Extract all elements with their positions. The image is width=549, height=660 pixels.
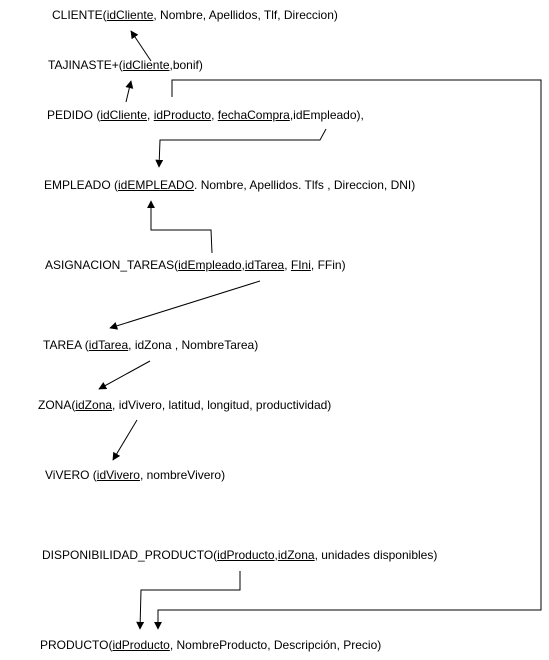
relation-disponibilidad-producto: DISPONIBILIDAD_PRODUCTO(idProducto,idZon… [42, 548, 437, 562]
key-attribute: idCliente [106, 8, 154, 22]
fk-arrow-asignacion-empleado [147, 200, 213, 254]
relation-empleado: EMPLEADO (idEMPLEADO. Nombre, Apellidos.… [44, 178, 415, 192]
relation-text: , idZona , NombreTarea) [128, 338, 259, 352]
key-attribute: idTarea [244, 258, 285, 272]
key-attribute: idProducto [217, 548, 275, 562]
relation-text: CLIENTE( [52, 8, 107, 22]
relation-text: , Nombre, Apellidos, Tlf, Direccion) [153, 8, 338, 22]
relation-text: , idVivero, latitud, longitud, productiv… [112, 398, 332, 412]
fk-arrow-zona-vivero [112, 419, 138, 461]
relation-tajinaste: TAJINASTE+(idCliente,bonif) [48, 58, 203, 72]
key-attribute: idVivero [96, 468, 140, 482]
relation-text: TAJINASTE+( [48, 58, 123, 72]
relation-tarea: TAREA (idTarea, idZona , NombreTarea) [43, 338, 258, 352]
fk-arrow-pedido-empleado [155, 128, 327, 168]
relation-text: EMPLEADO ( [44, 178, 119, 192]
relation-text: ASIGNACION_TAREAS( [45, 258, 179, 272]
relation-text: , [284, 258, 291, 272]
key-attribute: idZona [75, 398, 113, 412]
fk-arrow-tajinaste-cliente [130, 30, 152, 62]
key-attribute: idProducto [112, 638, 170, 652]
relation-pedido: PEDIDO (idCliente, idProducto, fechaComp… [47, 108, 364, 122]
key-attribute: FIni [290, 258, 311, 272]
relation-text: PRODUCTO( [40, 638, 113, 652]
key-attribute: idCliente [122, 58, 170, 72]
key-attribute: idTarea [88, 338, 129, 352]
relation-vivero: ViVERO (idVivero, nombreVivero) [45, 468, 225, 482]
relation-text: ViVERO ( [45, 468, 97, 482]
relation-text: , nombreVivero) [139, 468, 226, 482]
key-attribute: fechaCompra [217, 108, 290, 122]
fk-arrow-asignacion-tarea [109, 280, 261, 330]
fk-arrow-tarea-zona [98, 360, 151, 390]
relation-text: ZONA( [38, 398, 76, 412]
relation-text: , [274, 548, 278, 562]
relation-cliente: CLIENTE(idCliente, Nombre, Apellidos, Tl… [52, 8, 338, 22]
relation-text: , [147, 108, 154, 122]
key-attribute: idZona [277, 548, 315, 562]
relation-text: , NombreProducto, Descripción, Precio) [169, 638, 382, 652]
relation-text: PEDIDO ( [47, 108, 101, 122]
relation-zona: ZONA(idZona, idVivero, latitud, longitud… [38, 398, 331, 412]
relation-text: DISPONIBILIDAD_PRODUCTO( [42, 548, 218, 562]
fk-arrow-disponibilidad-producto [136, 571, 241, 630]
fk-arrow-pedido-tajinaste [125, 80, 134, 103]
relation-text: , [211, 108, 218, 122]
key-attribute: idCliente [100, 108, 148, 122]
relation-producto: PRODUCTO(idProducto, NombreProducto, Des… [40, 638, 381, 652]
relation-text: . Nombre, Apellidos. Tlfs , Direccion, D… [194, 178, 416, 192]
key-attribute: idEMPLEADO [118, 178, 195, 192]
relation-text: ,bonif) [169, 58, 203, 72]
key-attribute: idEmpleado [178, 258, 242, 272]
relation-text: TAREA ( [43, 338, 89, 352]
relation-asignacion-tareas: ASIGNACION_TAREAS(idEmpleado,idTarea, FI… [45, 258, 346, 272]
relation-text: , [241, 258, 245, 272]
relation-text: , unidades disponibles) [314, 548, 438, 562]
relation-text: , FFin) [310, 258, 346, 272]
key-attribute: idProducto [153, 108, 212, 122]
fk-arrow-pedido-producto [154, 79, 542, 630]
relation-text: ,idEmpleado), [289, 108, 364, 122]
